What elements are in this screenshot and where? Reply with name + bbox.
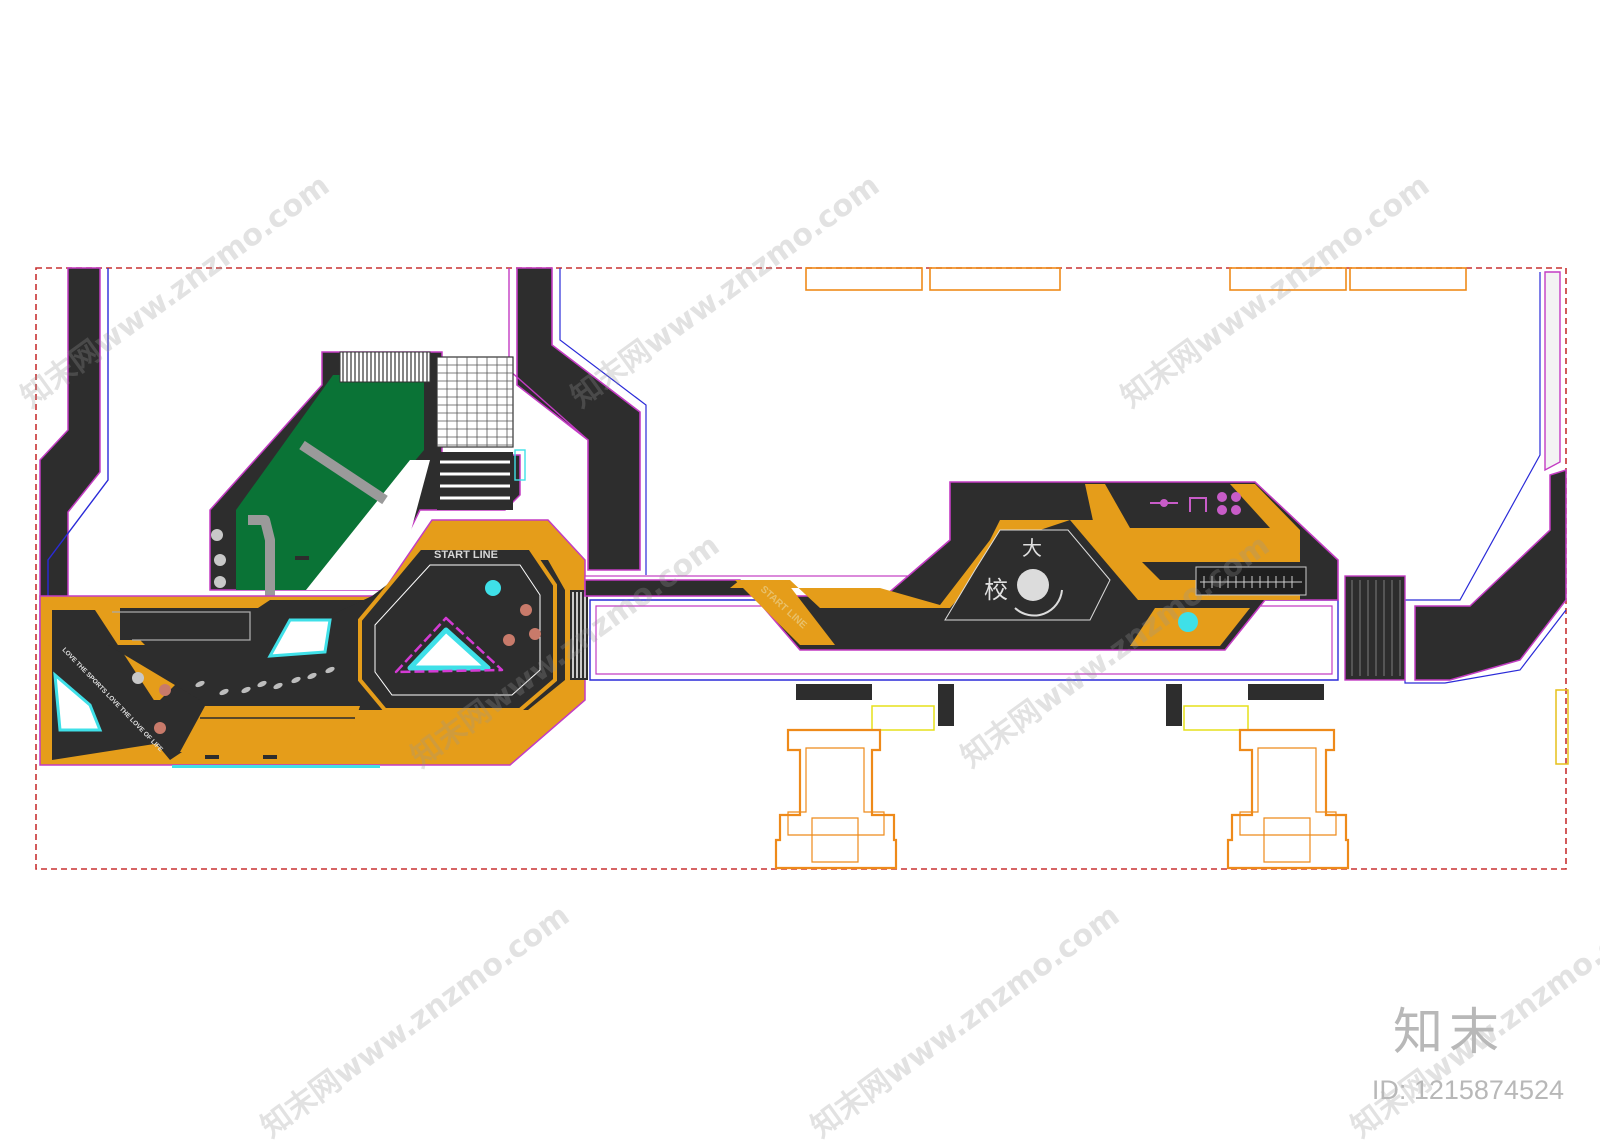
- plaza-inner-line: [112, 611, 251, 641]
- fitness-icon-2: [1189, 497, 1207, 512]
- top-building-4: [1349, 267, 1467, 291]
- top-building-1: [805, 267, 923, 291]
- horse-arc: [1014, 589, 1063, 617]
- bleacher-top: [339, 351, 431, 383]
- cyan-tile-1: [267, 618, 332, 658]
- gate-yellow-1: [871, 705, 935, 731]
- brand-logo: 知末: [1393, 1003, 1505, 1061]
- footstep-mark: [219, 688, 229, 696]
- calligraphy-char-1: 校: [984, 576, 1008, 604]
- crosswalk-lines: [572, 592, 586, 678]
- plaza-dot-4: [132, 672, 144, 684]
- footsteps: [195, 666, 335, 696]
- plaza-dot-3: [214, 576, 226, 588]
- stair-step-lines: [440, 460, 510, 500]
- plaza-dot-1: [211, 529, 223, 541]
- entrance-building-right: [1226, 728, 1350, 870]
- stair-grid-lines: [437, 357, 513, 447]
- bleacher-lines: [342, 352, 428, 382]
- orange-stripes: [180, 706, 360, 752]
- right-edge-strip: [1544, 271, 1561, 472]
- start-circle-2: [529, 628, 541, 640]
- right-crosswalk-lines: [1351, 580, 1401, 676]
- start-circle-3: [503, 634, 515, 646]
- plaza-dot-6: [154, 722, 166, 734]
- grey-path: [248, 515, 275, 610]
- entrance-building-left: [774, 728, 898, 870]
- plaza-dot-5: [159, 684, 171, 696]
- footstep-mark: [325, 666, 335, 674]
- track-band-orange-2: [730, 520, 1300, 608]
- horse-emblem: [1017, 569, 1049, 601]
- central-road-outline-2: [559, 268, 647, 575]
- start-line-label-1: START LINE: [434, 549, 498, 561]
- turf-white-diag: [306, 460, 430, 590]
- start-circle-1: [520, 604, 532, 616]
- gate-post-3: [1166, 684, 1182, 726]
- gate-post-2: [938, 684, 954, 726]
- right-corner-road: [1414, 468, 1567, 681]
- track-orange-start: [735, 580, 835, 645]
- footstep-mark: [257, 680, 267, 688]
- bench-3: [295, 556, 309, 560]
- scale-panel: [1195, 566, 1307, 596]
- magenta-triangle-dash: [394, 616, 504, 674]
- start-circle-cyan: [485, 580, 501, 596]
- track-cyan-circle: [1178, 612, 1198, 632]
- footstep-mark: [307, 672, 317, 680]
- footstep-mark: [241, 686, 251, 694]
- stair-grid: [436, 356, 514, 448]
- top-building-2: [929, 267, 1061, 291]
- entrance-building-right-inner: [1239, 747, 1337, 863]
- right-edge-gate: [1555, 689, 1569, 765]
- crosswalk-band: [570, 590, 588, 680]
- gate-post-1: [796, 684, 872, 700]
- grey-path-2: [299, 440, 388, 505]
- cyan-bottom-line: [172, 765, 380, 768]
- footstep-mark: [291, 676, 301, 684]
- bench-2: [263, 755, 277, 759]
- cyan-triangle: [407, 627, 491, 671]
- footstep-mark: [195, 680, 205, 688]
- calligraphy-char-2: 大: [1022, 536, 1042, 560]
- green-turf: [236, 375, 424, 590]
- start-octagon-inner: [374, 564, 541, 696]
- top-building-3: [1229, 267, 1347, 291]
- gate-post-4: [1248, 684, 1324, 700]
- plaza-dot-2: [214, 554, 226, 566]
- image-id-label: ID: 1215874524: [1371, 1075, 1564, 1105]
- track-band-dark-sub: [1105, 484, 1270, 528]
- central-vertical-road: [516, 267, 641, 571]
- cyan-tile-2: [53, 671, 103, 732]
- entrance-building-left-inner: [787, 747, 885, 863]
- cyan-rail: [514, 449, 526, 481]
- fitness-icon-3: [1217, 492, 1241, 515]
- bench-1: [205, 755, 219, 759]
- footstep-mark: [273, 682, 283, 690]
- gate-yellow-2: [1183, 705, 1249, 731]
- scale-ticks: [1200, 576, 1302, 588]
